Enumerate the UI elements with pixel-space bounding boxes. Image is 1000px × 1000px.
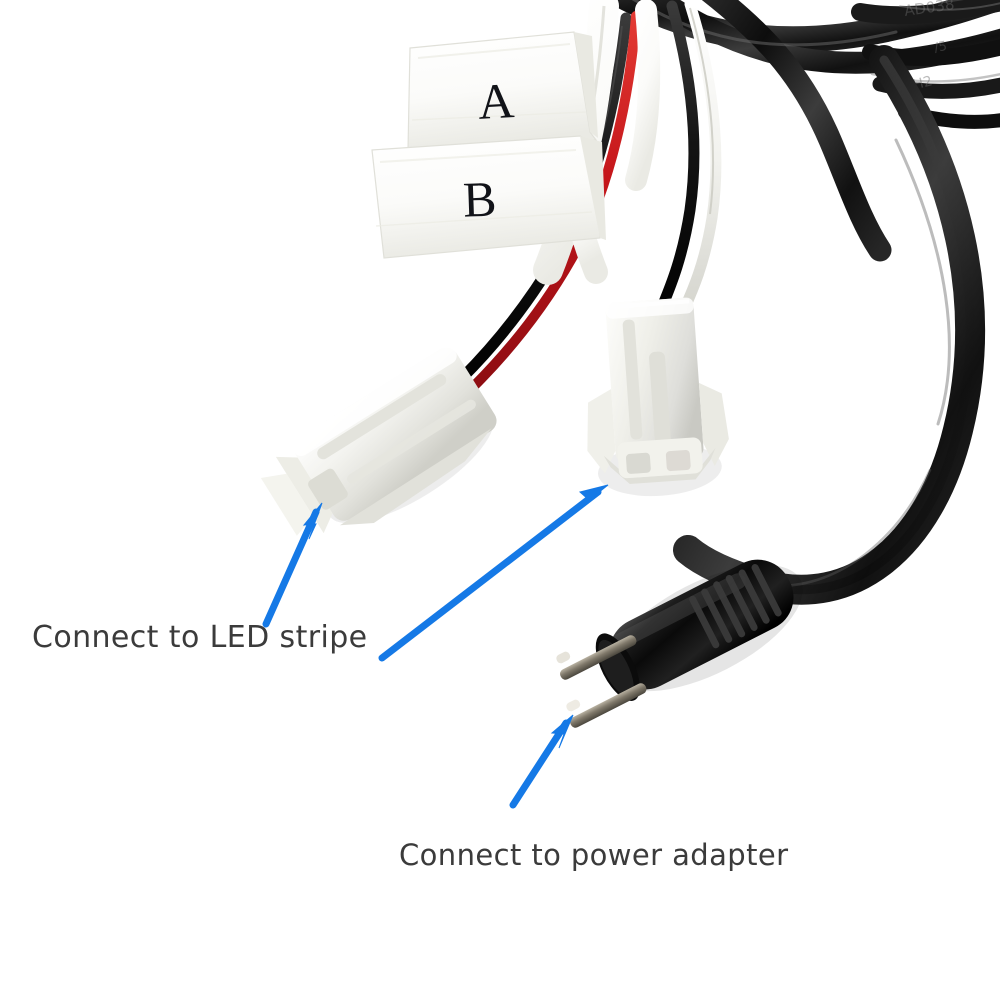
tape-flag-b xyxy=(371,135,606,259)
wire-pair-black-white xyxy=(654,0,722,320)
callout-label-power-adapter: Connect to power adapter xyxy=(399,838,789,872)
callout-label-led-stripe: Connect to LED stripe xyxy=(32,620,368,655)
tape-label-a-letter: A xyxy=(476,72,516,130)
dc-power-plug xyxy=(556,559,803,728)
plug-pins xyxy=(556,635,647,728)
connector-left-body xyxy=(293,347,497,521)
tape-label-b-letter: B xyxy=(462,170,498,228)
white-connector-right xyxy=(587,297,729,497)
svg-text:/5: /5 xyxy=(933,39,948,56)
callout-arrows xyxy=(262,484,609,809)
tape-flag-a xyxy=(407,31,598,151)
white-connector-left xyxy=(260,346,497,536)
plug-grip-ribs xyxy=(689,564,782,649)
arrow-to-plug-pins xyxy=(509,714,574,809)
arrow-to-right-connector xyxy=(378,484,609,662)
arrow-to-left-connector xyxy=(262,502,323,628)
